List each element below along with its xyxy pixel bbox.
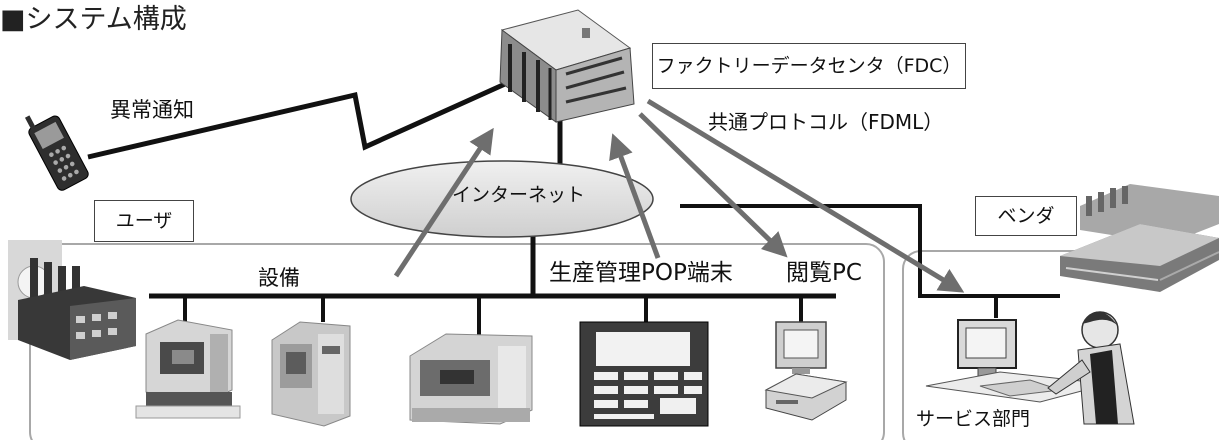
service-dept-label: サービス部門 — [916, 408, 1031, 430]
protocol-label: 共通プロトコル（FDML） — [708, 110, 944, 134]
fdc-building-icon — [499, 9, 635, 123]
mobile-phone-icon — [24, 115, 89, 191]
viewing-pc-label: 閲覧PC — [786, 260, 862, 286]
alert-line — [87, 81, 507, 160]
page-title: ■システム構成 — [0, 4, 187, 35]
viewing-pc-icon — [764, 321, 848, 421]
user-factory-icon — [8, 240, 136, 360]
pop-terminal-icon — [579, 321, 709, 427]
internet-ellipse — [350, 160, 654, 238]
vendor-building-icon — [1060, 184, 1219, 292]
pop-to-fdc-arrow — [609, 133, 661, 259]
user-site-boundary — [29, 243, 885, 440]
machine-tool-3-icon — [409, 333, 533, 425]
equipment-label: 設備 — [258, 266, 300, 290]
vendor-lan-line — [680, 204, 1060, 298]
vendor-site-boundary — [902, 250, 1219, 440]
fdc-to-service-arrow — [646, 98, 965, 293]
service-operator-icon — [925, 311, 1135, 425]
fdc-to-viewpc-arrow — [638, 112, 788, 258]
equipment-to-fdc-arrow — [393, 127, 494, 278]
internet-label: インターネット — [452, 184, 586, 206]
alert-label: 異常通知 — [110, 98, 194, 122]
machine-tool-2-icon — [271, 321, 351, 427]
vendor-label: ベンダ — [975, 196, 1077, 236]
user-label: ユーザ — [94, 200, 194, 242]
pop-terminal-label: 生産管理POP端末 — [549, 260, 733, 286]
machine-tool-1-icon — [135, 319, 241, 419]
fdc-label: ファクトリーデータセンタ（FDC） — [652, 43, 966, 89]
